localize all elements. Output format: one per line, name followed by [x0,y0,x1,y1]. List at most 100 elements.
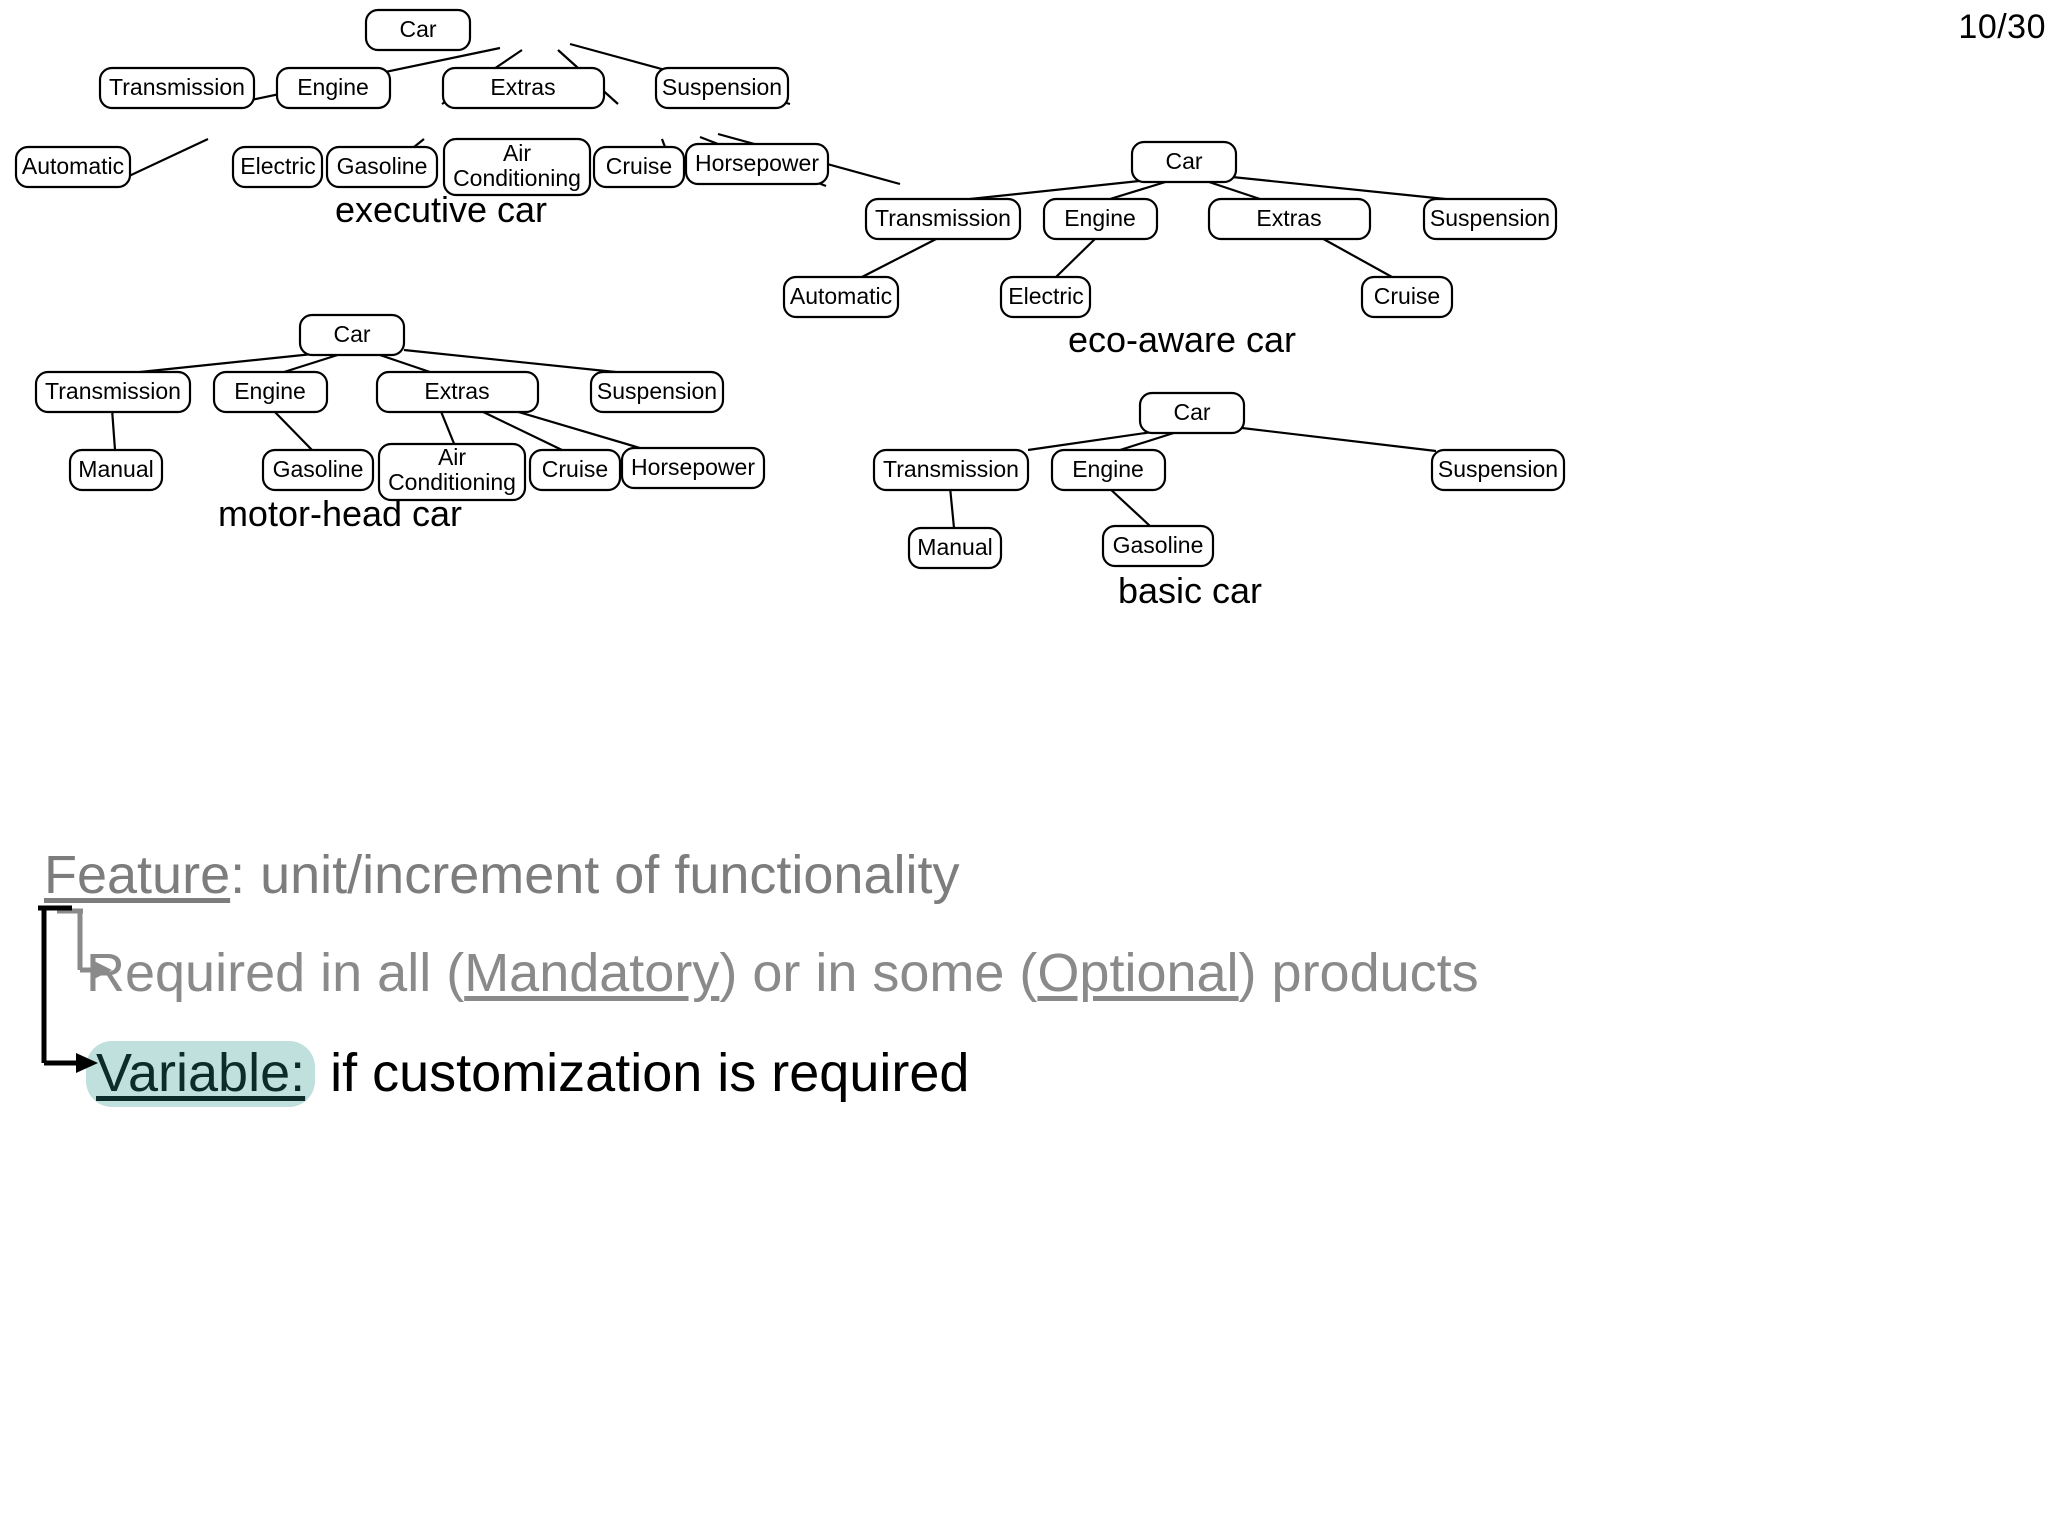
diagram-basic-car: Car Transmission Engine Suspension Manua… [872,391,1566,611]
node-eco-suspension[interactable]: Suspension [1422,197,1558,241]
diagram-eco-aware-car: Car Transmission Engine Extras Suspensio… [782,140,1558,360]
svg-text:Electric: Electric [240,153,315,179]
required-suffix: ) products [1238,943,1479,1003]
edge-extras-horsepower [717,132,901,186]
edge-eco-transmission-automatic [861,235,943,278]
edge-eco-car-engine [1109,178,1173,201]
node-basic-car[interactable]: Car [1138,391,1246,435]
node-automatic[interactable]: Automatic [14,145,132,189]
node-horsepower[interactable]: Horsepower [684,142,830,186]
node-basic-suspension[interactable]: Suspension [1430,448,1566,492]
node-mh-transmission[interactable]: Transmission [34,370,192,414]
optional-term: Optional [1037,943,1239,1003]
svg-text:Cruise: Cruise [542,456,608,482]
node-basic-engine[interactable]: Engine [1050,448,1167,492]
node-mh-manual[interactable]: Manual [68,448,164,492]
svg-text:Suspension: Suspension [597,378,717,404]
svg-text:Gasoline: Gasoline [337,153,428,179]
edge-car-engine [441,49,523,105]
svg-text:Cruise: Cruise [606,153,672,179]
node-car[interactable]: Car [364,8,472,52]
svg-text:Gasoline: Gasoline [273,456,364,482]
caption-executive-car: executive car [335,189,547,230]
svg-text:Car: Car [399,16,436,42]
node-eco-extras[interactable]: Extras [1207,197,1372,241]
node-mh-suspension[interactable]: Suspension [589,370,725,414]
edge-mh-extras-cruise [474,407,563,451]
node-basic-gasoline[interactable]: Gasoline [1101,524,1215,568]
node-electric[interactable]: Electric [231,145,324,189]
node-basic-manual[interactable]: Manual [907,526,1003,570]
node-eco-engine[interactable]: Engine [1042,197,1159,241]
edge-engine-gasoline [451,138,501,185]
svg-text:Extras: Extras [1256,205,1321,231]
edge-mh-extras-horsepower [494,403,641,450]
edge-mh-car-suspension [403,348,626,375]
required-line: Required in all (Mandatory) or in some (… [86,946,1479,1000]
svg-text:Engine: Engine [234,378,306,404]
edge-basic-car-suspension [1241,426,1437,453]
node-eco-transmission[interactable]: Transmission [864,197,1022,241]
edge-eco-car-suspension [1231,175,1456,202]
node-basic-transmission[interactable]: Transmission [872,448,1030,492]
mandatory-term: Mandatory [464,943,720,1003]
node-mh-cruise[interactable]: Cruise [528,448,622,492]
edge-extras-airconditioning [660,138,680,183]
feature-diagrams: Car Transmission Engine Extras Susp [14,8,1566,611]
node-eco-car[interactable]: Car [1130,140,1238,184]
node-eco-cruise[interactable]: Cruise [1360,275,1454,319]
definition-text-block: Feature: unit/increment of functionality… [0,848,2048,1148]
svg-text:Horsepower: Horsepower [695,150,819,176]
svg-text:Transmission: Transmission [45,378,181,404]
diagram-executive-car: Car Transmission Engine Extras Susp [14,8,901,230]
edge-engine-electric [367,138,425,185]
svg-text:Automatic: Automatic [22,153,124,179]
node-engine[interactable]: Engine [275,66,392,110]
svg-text:Electric: Electric [1008,283,1083,309]
node-mh-car[interactable]: Car [298,313,406,357]
edge-basic-car-engine [1119,429,1181,452]
node-mh-air-conditioning[interactable]: Air Conditioning [377,442,527,502]
svg-text:Transmission: Transmission [109,74,245,100]
svg-text:Horsepower: Horsepower [631,454,755,480]
caption-eco-aware-car: eco-aware car [1068,319,1296,360]
feature-definition-line: Feature: unit/increment of functionality [44,848,959,902]
node-cruise[interactable]: Cruise [592,145,686,189]
node-gasoline[interactable]: Gasoline [325,145,439,189]
svg-text:Air: Air [503,140,531,166]
edge-car-extras [557,49,619,105]
edge-eco-extras-cruise [1317,235,1393,278]
svg-text:Engine: Engine [297,74,369,100]
edge-car-suspension [569,42,791,106]
node-mh-extras[interactable]: Extras [375,370,540,414]
variable-line: Variable: if customization is required [86,1041,969,1107]
variable-term-highlight: Variable: [86,1041,316,1107]
node-eco-automatic[interactable]: Automatic [782,275,900,319]
required-middle: ) or in some ( [719,943,1038,1003]
node-extras[interactable]: Extras [441,66,606,110]
node-air-conditioning[interactable]: Air Conditioning [442,137,592,197]
feature-term: Feature [44,845,231,905]
edge-mh-transmission-manual [110,408,117,451]
edge-mh-car-engine [283,351,345,374]
edge-basic-engine-gasoline [1107,486,1151,527]
svg-text:Engine: Engine [1072,456,1144,482]
edge-eco-engine-electric [1055,235,1099,278]
edge-basic-car-transmission [1027,428,1167,452]
page-number: 10/30 [1958,8,2046,46]
edge-eco-car-extras [1202,178,1261,201]
svg-text:Extras: Extras [490,74,555,100]
edge-transmission-automatic [111,138,209,185]
node-mh-engine[interactable]: Engine [212,370,329,414]
edge-mh-engine-gasoline [271,408,313,451]
svg-text:Cruise: Cruise [1374,283,1440,309]
feature-definition-rest: : unit/increment of functionality [230,845,960,905]
node-suspension[interactable]: Suspension [654,66,790,110]
node-eco-electric[interactable]: Electric [999,275,1092,319]
edge-car-transmission [231,46,501,106]
node-mh-gasoline[interactable]: Gasoline [261,448,375,492]
svg-text:Manual: Manual [78,456,153,482]
node-mh-horsepower[interactable]: Horsepower [620,446,766,490]
node-transmission[interactable]: Transmission [98,66,256,110]
